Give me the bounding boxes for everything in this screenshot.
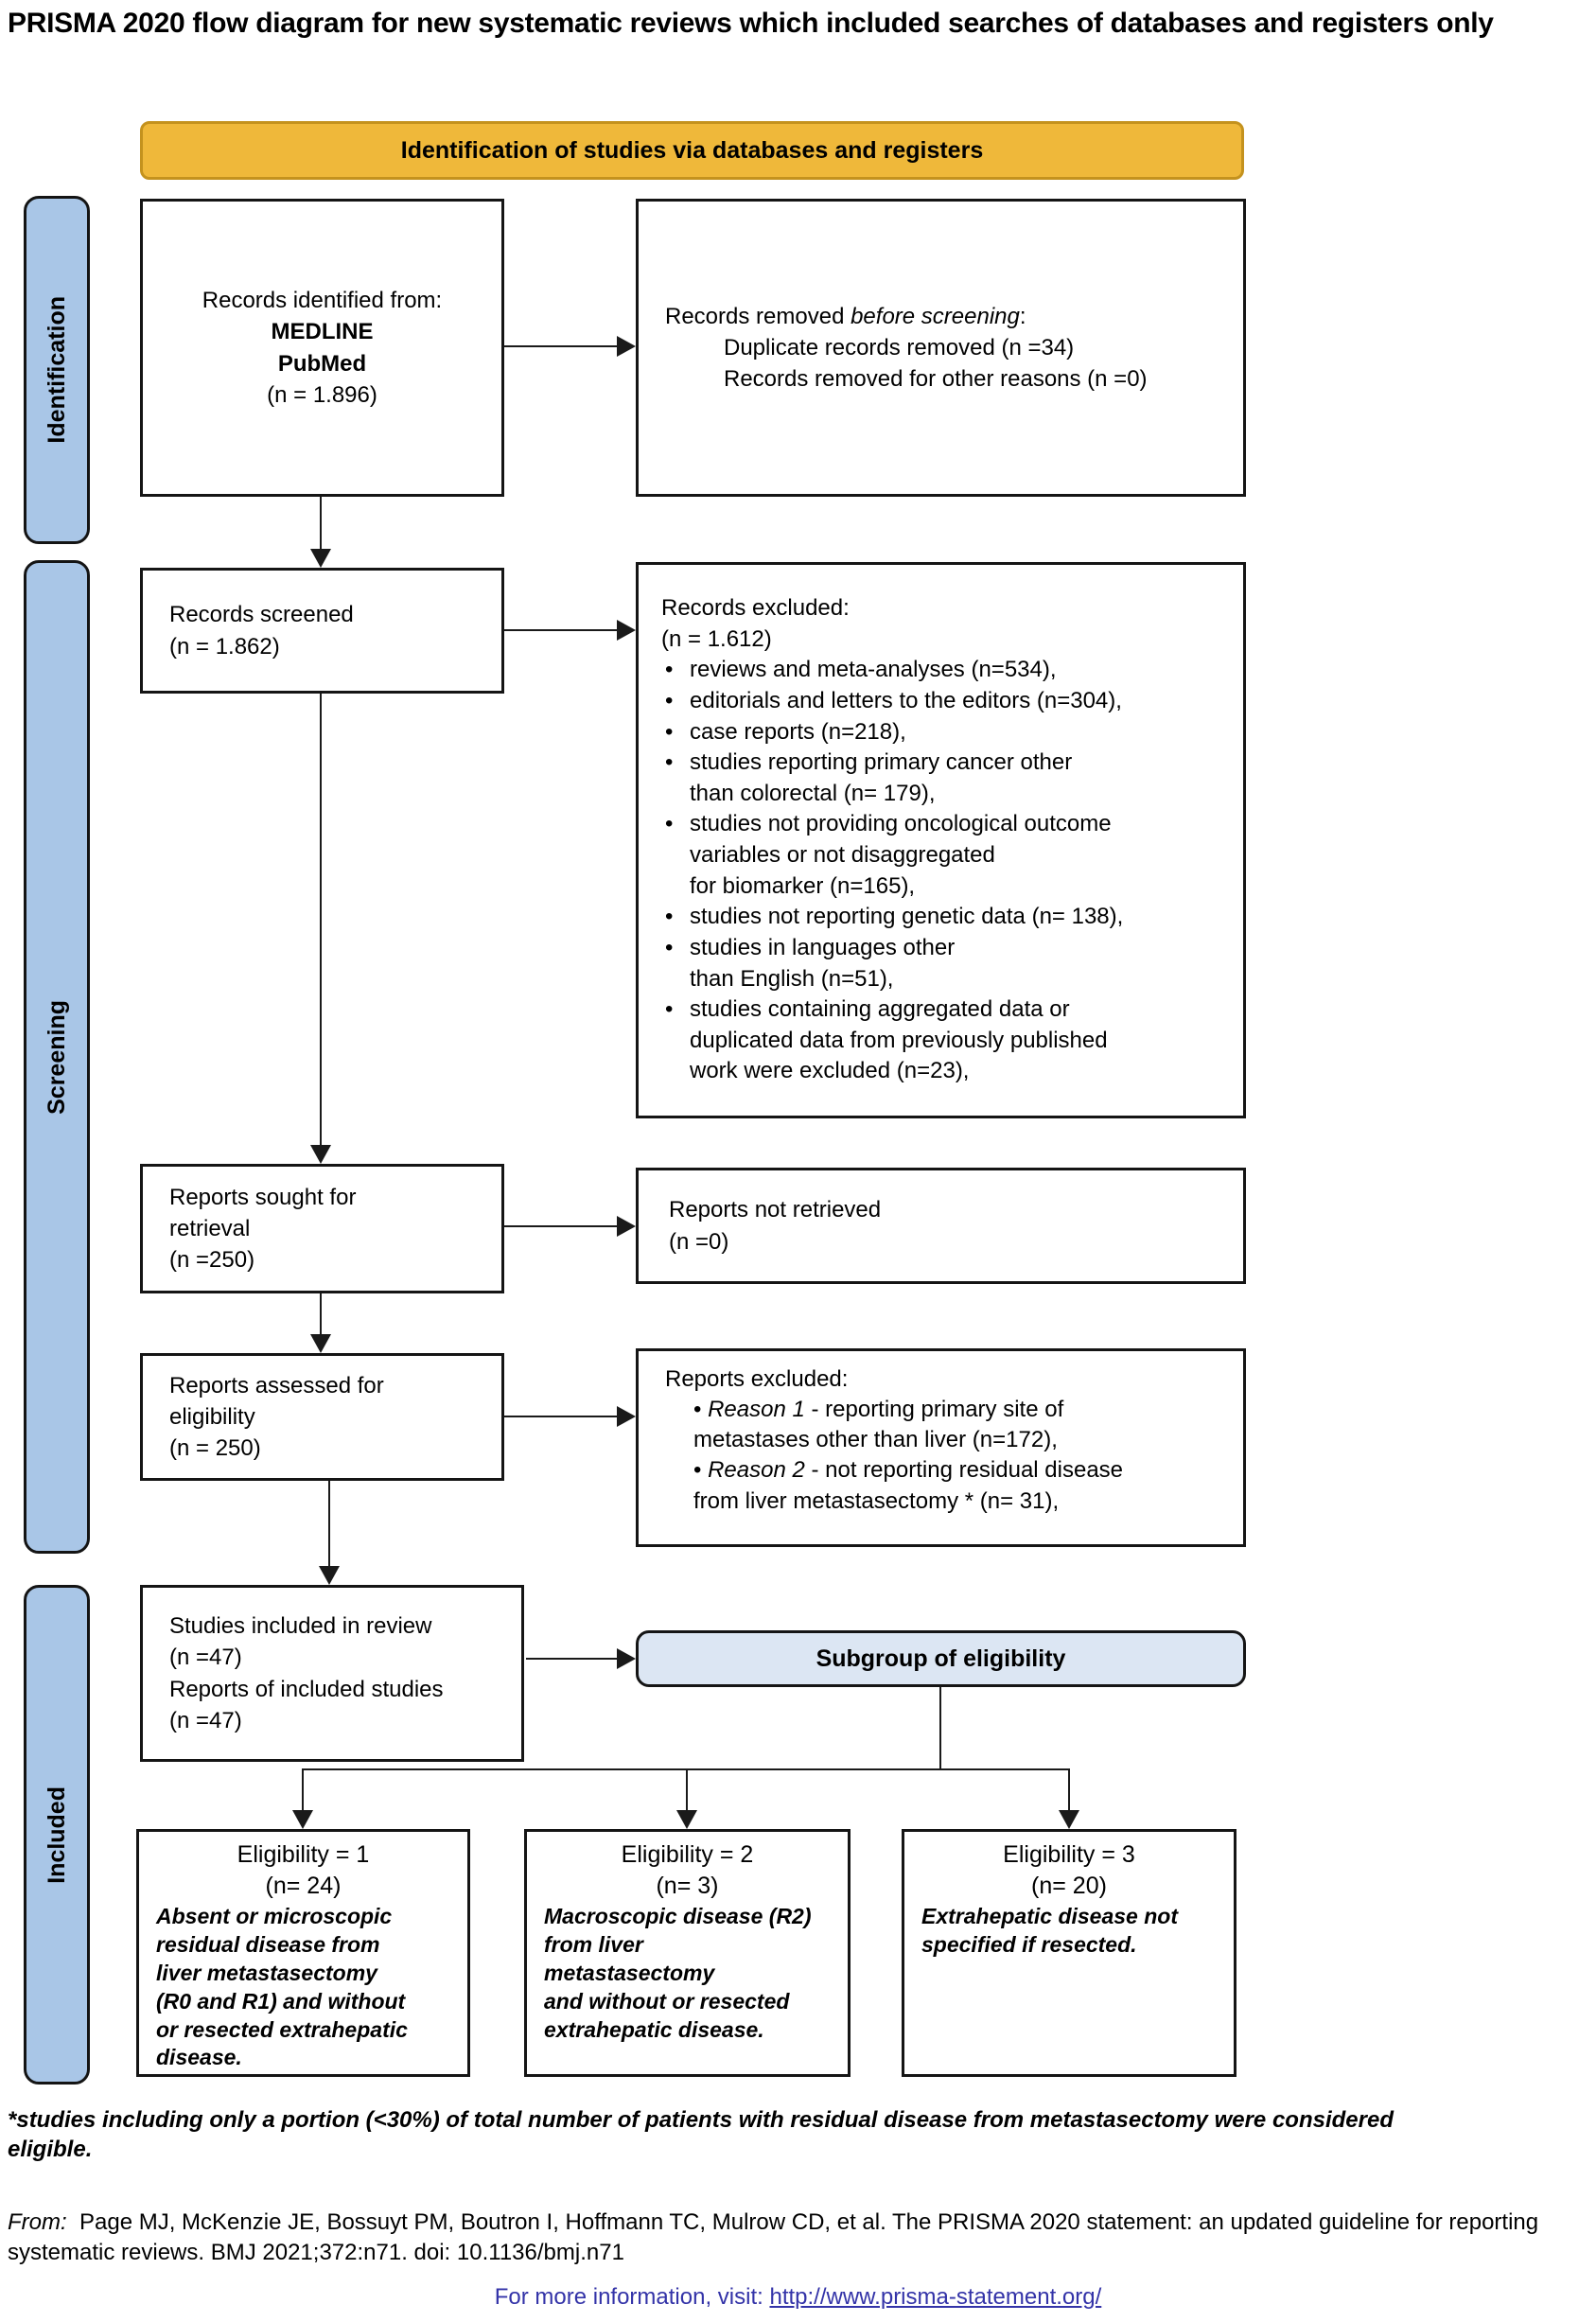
flow-line-subgroup-down: [939, 1687, 941, 1770]
prisma-statement-link[interactable]: http://www.prisma-statement.org/: [769, 2284, 1102, 2310]
citation: From: Page MJ, McKenzie JE, Bossuyt PM, …: [8, 2208, 1593, 2269]
records-removed-lead: Records removed: [665, 303, 851, 329]
arrow-right-icon: [617, 620, 636, 641]
flow-drop-eligibility-2: [686, 1768, 688, 1810]
arrow-down-icon: [292, 1810, 313, 1829]
arrow-right-icon: [617, 1648, 636, 1669]
box-records-identified: Records identified from: MEDLINE PubMed …: [140, 199, 504, 497]
records-removed-heading: Records removed before screening:: [665, 301, 1243, 332]
info-text: For more information, visit:: [494, 2284, 770, 2310]
records-excluded-count: (n = 1.612): [661, 625, 772, 652]
flow-line-sought-to-assessed: [320, 1293, 322, 1334]
records-removed-lead-end: :: [1019, 303, 1026, 329]
records-removed-item: Duplicate records removed (n =34): [724, 334, 1075, 361]
subgroup-label: Subgroup of eligibility: [816, 1645, 1066, 1672]
records-excluded-bullet: studies in languages other than English …: [661, 933, 1226, 994]
box-studies-included: Studies included in review (n =47) Repor…: [140, 1585, 524, 1762]
records-identified-count: (n = 1.896): [267, 381, 377, 408]
stage-bar-included: Included: [24, 1585, 90, 2085]
flow-line-assessed-to-included: [328, 1481, 330, 1566]
reason-text: - reporting primary site of metastases o…: [693, 1397, 1064, 1453]
footnote: *studies including only a portion (<30%)…: [8, 2107, 1394, 2163]
records-removed-lead-italic: before screening: [851, 303, 1020, 329]
box-eligibility-3: Eligibility = 3 (n= 20) Extrahepatic dis…: [902, 1829, 1236, 2077]
records-excluded-bullet: case reports (n=218),: [661, 717, 1226, 748]
arrow-right-icon: [617, 1216, 636, 1237]
box-records-excluded: Records excluded: (n = 1.612) reviews an…: [636, 562, 1246, 1118]
records-excluded-bullet: studies reporting primary cancer other t…: [661, 748, 1226, 809]
records-removed-item: Records removed for other reasons (n =0): [724, 366, 1148, 393]
records-identified-source-medline: MEDLINE: [271, 319, 374, 345]
box-eligibility-1: Eligibility = 1 (n= 24) Absent or micros…: [136, 1829, 470, 2077]
page-title: PRISMA 2020 flow diagram for new systema…: [8, 8, 1494, 39]
box-reports-excluded: Reports excluded: Reason 1 - reporting p…: [636, 1348, 1246, 1547]
reason-label: Reason 2: [708, 1457, 805, 1484]
arrow-down-icon: [676, 1810, 697, 1829]
records-excluded-bullet: studies not reporting genetic data (n= 1…: [661, 902, 1226, 933]
arrow-down-icon: [319, 1566, 340, 1585]
box-records-screened: Records screened (n = 1.862): [140, 568, 504, 694]
flow-drop-eligibility-1: [302, 1768, 304, 1810]
banner-identification-via-databases: Identification of studies via databases …: [140, 121, 1244, 180]
flow-line-sought-to-not-retrieved: [504, 1225, 619, 1227]
flow-line-identified-to-removed: [504, 345, 619, 347]
eligibility-3-description: Extrahepatic disease not specified if re…: [921, 1904, 1178, 1957]
stage-label-identification: Identification: [43, 296, 70, 444]
records-excluded-bullet: reviews and meta-analyses (n=534),: [661, 655, 1226, 686]
eligibility-2-description: Macroscopic disease (R2) from liver meta…: [544, 1904, 812, 2042]
eligibility-1-title: Eligibility = 1: [237, 1841, 370, 1868]
flow-line-screened-to-excluded: [504, 629, 619, 631]
reports-excluded-reason: Reason 1 - reporting primary site of met…: [665, 1395, 1230, 1455]
stage-label-included: Included: [43, 1785, 70, 1884]
flow-line-assessed-to-excluded: [504, 1416, 619, 1417]
eligibility-2-title: Eligibility = 2: [621, 1841, 754, 1868]
arrow-right-icon: [617, 1406, 636, 1427]
eligibility-3-count: (n= 20): [1031, 1872, 1107, 1899]
banner-label: Identification of studies via databases …: [400, 136, 984, 164]
arrow-down-icon: [310, 1334, 331, 1353]
records-excluded-bullet: studies containing aggregated data or du…: [661, 994, 1226, 1087]
info-line: For more information, visit: http://www.…: [0, 2284, 1596, 2311]
flow-drop-eligibility-3: [1068, 1768, 1070, 1810]
citation-text: Page MJ, McKenzie JE, Bossuyt PM, Boutro…: [8, 2209, 1545, 2266]
box-reports-sought: Reports sought for retrieval (n =250): [140, 1164, 504, 1293]
arrow-right-icon: [617, 336, 636, 357]
arrow-down-icon: [310, 549, 331, 568]
flow-line-screened-to-sought: [320, 694, 322, 1145]
citation-from-label: From:: [8, 2209, 67, 2235]
box-reports-assessed: Reports assessed for eligibility (n = 25…: [140, 1353, 504, 1481]
stage-bar-screening: Screening: [24, 560, 90, 1554]
flow-line-included-to-subgroup: [526, 1658, 617, 1660]
box-reports-not-retrieved: Reports not retrieved (n =0): [636, 1168, 1246, 1284]
arrow-down-icon: [310, 1145, 331, 1164]
reason-text: - not reporting residual disease from li…: [693, 1457, 1124, 1514]
box-subgroup-of-eligibility: Subgroup of eligibility: [636, 1630, 1246, 1687]
records-identified-line: Records identified from:: [202, 288, 443, 314]
arrow-down-icon: [1059, 1810, 1079, 1829]
eligibility-3-title: Eligibility = 3: [1003, 1841, 1135, 1868]
reason-label: Reason 1: [708, 1397, 805, 1423]
flow-line-identified-to-screened: [320, 497, 322, 551]
box-eligibility-2: Eligibility = 2 (n= 3) Macroscopic disea…: [524, 1829, 851, 2077]
stage-label-screening: Screening: [43, 999, 70, 1115]
records-identified-source-pubmed: PubMed: [277, 350, 367, 377]
stage-bar-identification: Identification: [24, 196, 90, 544]
reports-excluded-title: Reports excluded:: [665, 1366, 849, 1392]
box-records-removed: Records removed before screening: Duplic…: [636, 199, 1246, 497]
records-excluded-bullet: editorials and letters to the editors (n…: [661, 686, 1226, 717]
eligibility-1-count: (n= 24): [265, 1872, 342, 1899]
records-excluded-title: Records excluded:: [661, 595, 850, 621]
reports-excluded-reason: Reason 2 - not reporting residual diseas…: [665, 1455, 1230, 1516]
eligibility-1-description: Absent or microscopic residual disease f…: [156, 1904, 408, 2070]
eligibility-2-count: (n= 3): [656, 1872, 719, 1899]
records-excluded-bullet: studies not providing oncological outcom…: [661, 809, 1226, 902]
